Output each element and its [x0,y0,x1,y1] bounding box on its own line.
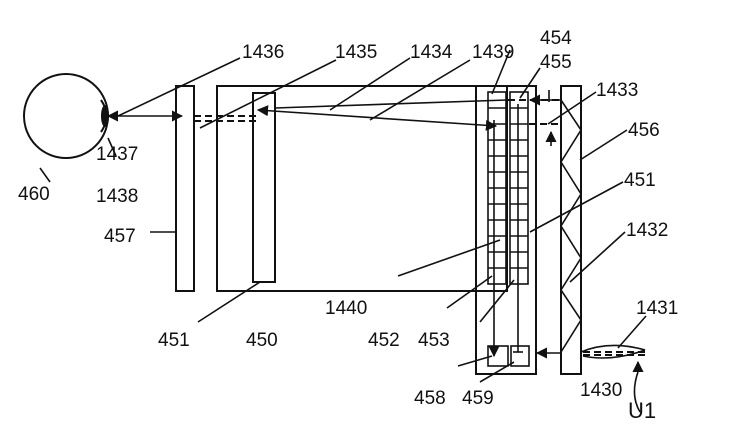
label-459: 459 [462,388,494,409]
label-460: 460 [18,184,50,205]
zigzag-path-1432 [561,100,581,352]
pupil [101,105,109,127]
label-458: 458 [414,388,446,409]
label-451-right: 451 [624,170,656,191]
label-1433: 1433 [596,80,638,101]
beam-1439 [258,110,496,126]
label-1430: 1430 [580,380,622,401]
bar-451 [253,93,275,282]
label-451-bottom: 451 [158,330,190,351]
label-457: 457 [104,226,136,247]
label-453: 453 [418,330,450,351]
label-1434: 1434 [410,42,453,63]
label-452: 452 [368,330,400,351]
label-450: 450 [246,330,278,351]
label-454: 454 [540,28,572,49]
array-453 [510,92,528,284]
label-1432: 1432 [626,220,668,241]
label-456: 456 [628,120,660,141]
label-1437: 1437 [96,144,138,165]
label-1431: 1431 [636,298,678,319]
label-1436: 1436 [242,42,284,63]
label-455: 455 [540,52,572,73]
label-U1: U1 [628,398,656,423]
curve-1431 [581,345,645,352]
array-452 [488,92,506,284]
label-1435: 1435 [335,42,377,63]
label-1439: 1439 [472,42,514,63]
label-1438: 1438 [96,186,138,207]
label-1440: 1440 [325,298,367,319]
